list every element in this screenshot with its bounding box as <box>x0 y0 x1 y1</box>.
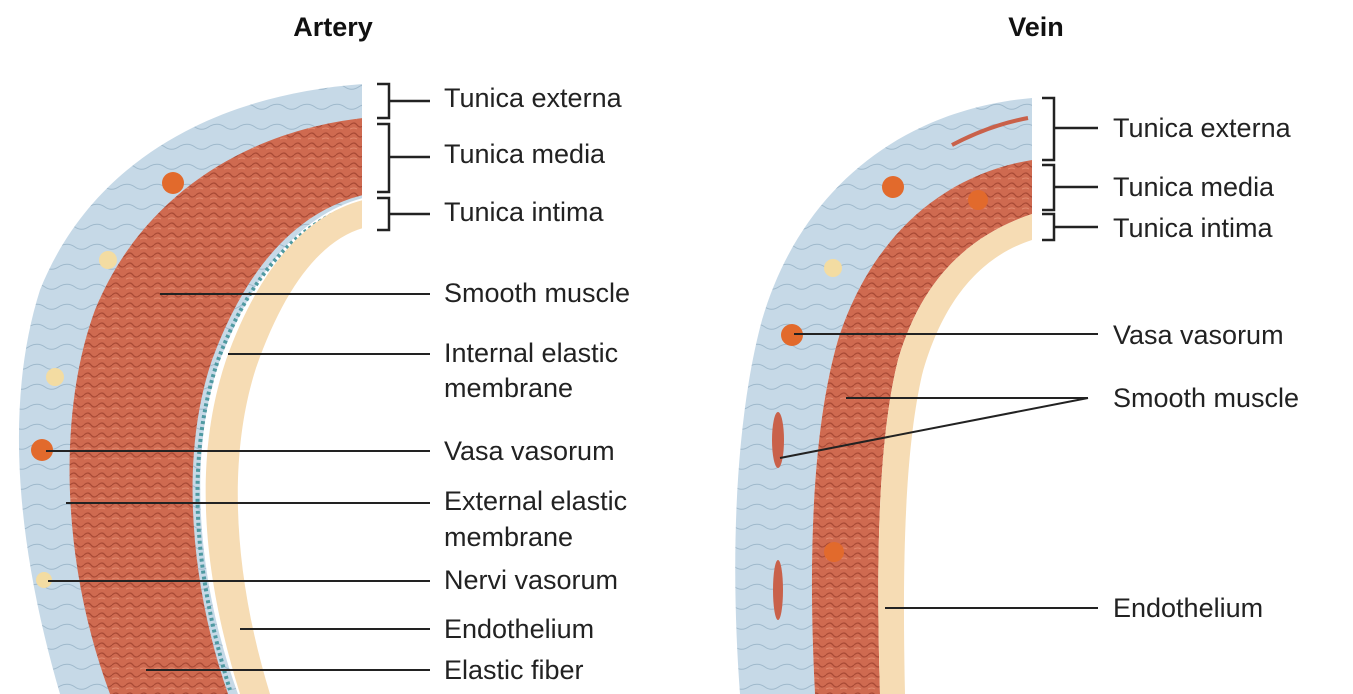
vein-illustration <box>735 98 1032 694</box>
artery-fat-dot-1 <box>99 251 117 269</box>
artery-label-tunica-intima: Tunica intima <box>444 197 605 227</box>
vein-vessel-dot-media <box>968 190 988 210</box>
artery-label-smooth-muscle: Smooth muscle <box>444 278 630 308</box>
vein-label-tunica-intima: Tunica intima <box>1113 213 1274 243</box>
artery-label-nervi-vasorum: Nervi vasorum <box>444 565 618 595</box>
vein-label-vasa-vasorum: Vasa vasorum <box>1113 320 1284 350</box>
artery-title: Artery <box>293 12 373 42</box>
vein-label-smooth-muscle: Smooth muscle <box>1113 383 1299 413</box>
artery-label-external-elastic-1: External elastic <box>444 486 627 516</box>
artery-label-endothelium: Endothelium <box>444 614 594 644</box>
artery-label-vasa-vasorum: Vasa vasorum <box>444 436 615 466</box>
vein-label-tunica-externa: Tunica externa <box>1113 113 1292 143</box>
artery-fat-dot-2 <box>46 368 64 386</box>
artery-brackets <box>377 84 430 230</box>
artery-label-tunica-externa: Tunica externa <box>444 83 623 113</box>
vein-muscle-streak-3 <box>773 560 783 620</box>
artery-label-internal-elastic-1: Internal elastic <box>444 338 618 368</box>
vein-fat-dot <box>824 259 842 277</box>
vein-title: Vein <box>1008 12 1064 42</box>
artery-label-internal-elastic-2: membrane <box>444 373 573 403</box>
artery-illustration <box>19 84 363 694</box>
vein-vessel-dot-lower <box>824 542 844 562</box>
artery-vasa-vasorum-dot-top <box>162 172 184 194</box>
vein-vessel-dot-top <box>882 176 904 198</box>
vein-muscle-streak-2 <box>772 412 784 468</box>
artery-label-external-elastic-2: membrane <box>444 522 573 552</box>
vein-brackets <box>1042 98 1098 240</box>
vein-label-endothelium: Endothelium <box>1113 593 1263 623</box>
vein-label-tunica-media: Tunica media <box>1113 172 1275 202</box>
artery-label-elastic-fiber: Elastic fiber <box>444 655 584 685</box>
artery-label-tunica-media: Tunica media <box>444 139 606 169</box>
